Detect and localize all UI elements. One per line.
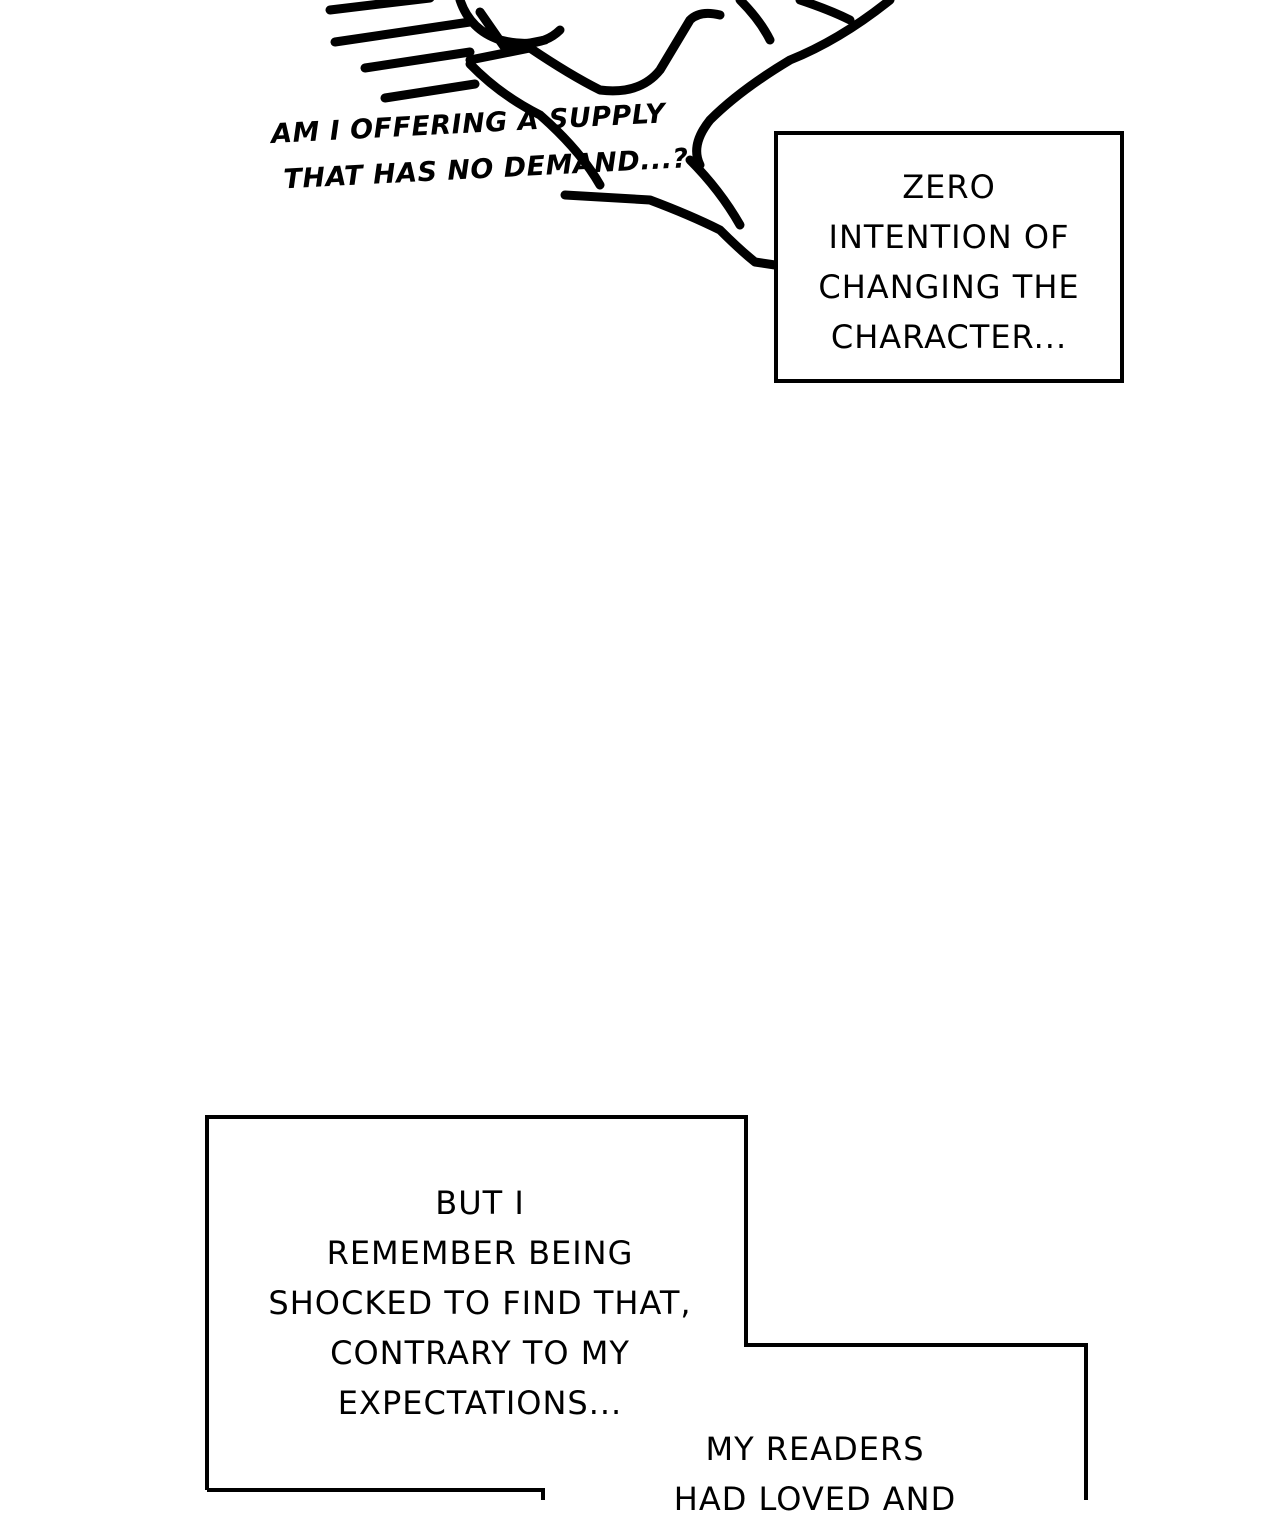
- hand-outline: [795, 0, 855, 25]
- caption-line: CHARACTER...: [830, 318, 1068, 356]
- hand-outline: [735, 0, 775, 45]
- arm-outline: [685, 155, 745, 230]
- arm-outline: [465, 59, 605, 190]
- caption-box-zero-intention: ZERO INTENTION OF CHANGING THE CHARACTER…: [774, 131, 1124, 383]
- stepped-caption-frame: [205, 1115, 1088, 1500]
- caption-line: MY READERS: [705, 1430, 925, 1468]
- caption-line: HAD LOVED AND: [673, 1480, 957, 1518]
- caption-text: ZERO INTENTION OF CHANGING THE CHARACTER…: [778, 162, 1120, 362]
- caption-line: REMEMBER BEING: [326, 1234, 634, 1272]
- speed-line: [330, 17, 475, 47]
- caption-line: INTENTION OF: [828, 218, 1070, 256]
- caption-line: BUT I: [435, 1184, 525, 1222]
- caption-line: CHANGING THE: [818, 268, 1080, 306]
- hand-outline: [475, 7, 550, 53]
- caption-line: SHOCKED TO FIND THAT,: [268, 1284, 692, 1322]
- arm-outline: [560, 190, 780, 270]
- caption-readers-text: MY READERS HAD LOVED AND: [640, 1424, 990, 1524]
- speed-line: [360, 47, 475, 73]
- caption-line: EXPECTATIONS...: [337, 1384, 623, 1422]
- speed-line: [380, 79, 480, 103]
- hand-sketch-illustration: [325, 0, 895, 270]
- speed-line: [325, 0, 435, 15]
- hand-outline: [692, 0, 895, 170]
- caption-line: CONTRARY TO MY: [330, 1334, 630, 1372]
- caption-line: ZERO: [902, 168, 996, 206]
- hand-outline: [465, 8, 725, 96]
- caption-shocked-text: BUT I REMEMBER BEING SHOCKED TO FIND THA…: [230, 1178, 730, 1428]
